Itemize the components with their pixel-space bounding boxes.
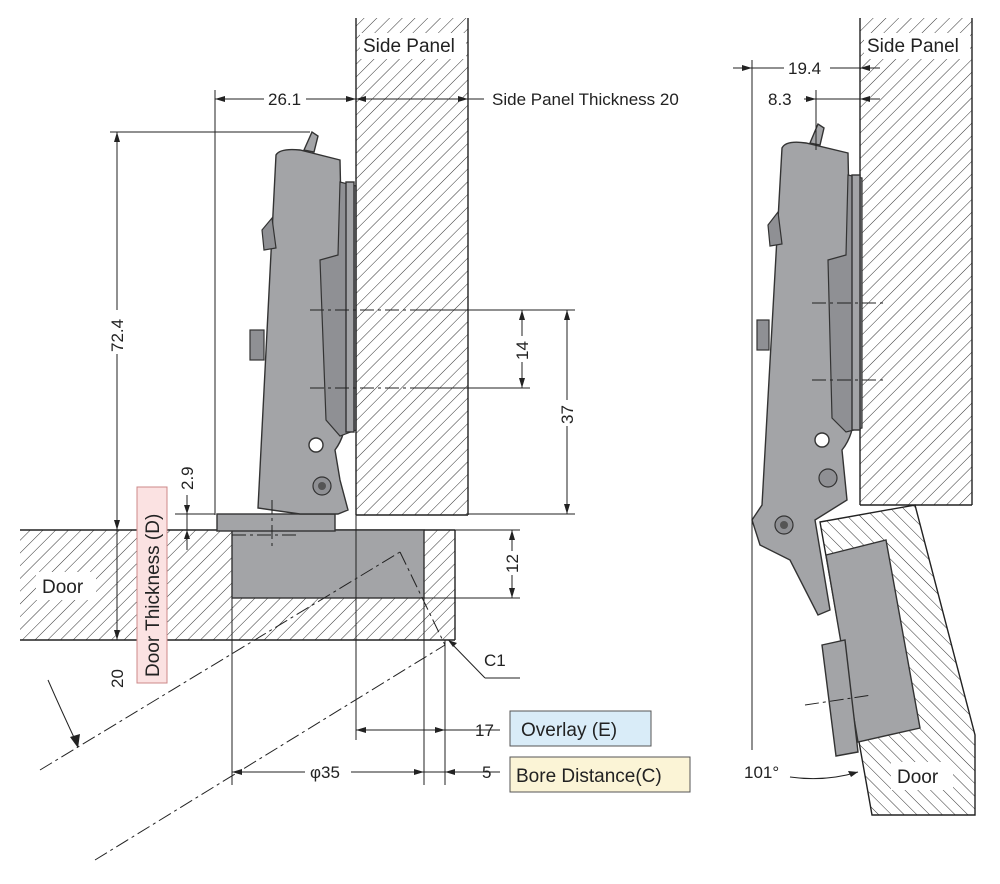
side-panel-left-label: Side Panel xyxy=(363,36,455,57)
dim-8-3: 8.3 xyxy=(768,90,792,109)
dim-12: 12 xyxy=(503,554,522,573)
bore-distance-label: Bore Distance(C) xyxy=(516,766,662,787)
dim-14: 14 xyxy=(513,341,532,360)
overlay-box xyxy=(509,710,652,747)
dim-72-4: 72.4 xyxy=(108,319,127,352)
dim-phi35: φ35 xyxy=(310,763,340,782)
hinge-cup xyxy=(231,529,425,599)
door-left-label: Door xyxy=(42,577,84,598)
dim-19-4: 19.4 xyxy=(788,59,821,78)
adjust-cam xyxy=(249,329,265,361)
dim-37: 37 xyxy=(558,405,577,424)
door-thickness-label: Door Thickness (D) xyxy=(143,514,164,677)
dim-2-9: 2.9 xyxy=(178,466,197,490)
dim-17: 17 xyxy=(475,721,494,740)
door-swing-line xyxy=(39,551,401,771)
side-panel-right xyxy=(859,18,973,506)
adjust-screw-top xyxy=(261,216,277,251)
dim-5: 5 xyxy=(482,763,491,782)
overlay-label: Overlay (E) xyxy=(521,720,617,741)
bore-distance-box xyxy=(509,756,691,793)
side-panel-right-label: Side Panel xyxy=(867,36,959,57)
door-thickness-box xyxy=(136,486,168,684)
dim-20: 20 xyxy=(108,669,127,688)
hinge-plate xyxy=(216,513,336,532)
pivot-upper xyxy=(308,437,324,453)
side-panel-left xyxy=(355,18,469,516)
chamfer-label: C1 xyxy=(484,651,506,670)
angle-101: 101° xyxy=(744,763,779,782)
dim-26-1: 26.1 xyxy=(268,90,301,109)
door-right-label: Door xyxy=(897,767,939,788)
side-panel-thickness-label: Side Panel Thickness 20 xyxy=(492,90,679,109)
